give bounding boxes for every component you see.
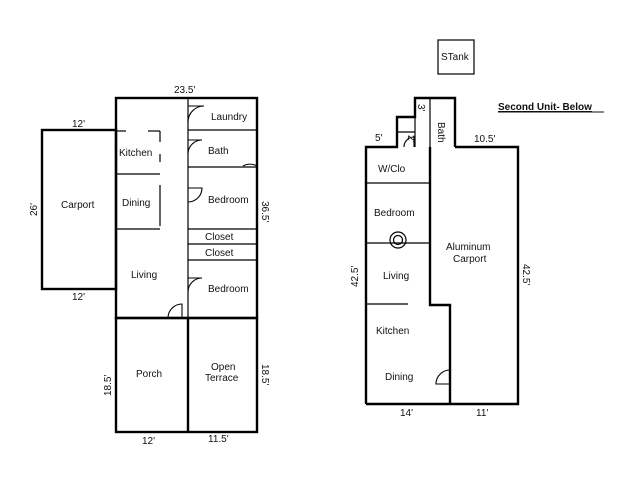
unit1-carport-label: Carport: [61, 200, 95, 211]
unit1-closet2-label: Closet: [205, 248, 234, 259]
unit1-carport-top-dim: 12': [72, 119, 85, 130]
unit2-dining-label: Dining: [385, 372, 413, 383]
unit1-walls: [40, 96, 259, 434]
unit1-bath-label: Bath: [208, 146, 229, 157]
unit2-living-label: Living: [383, 271, 409, 282]
unit2-walls: [364, 96, 520, 406]
unit1-bedroom1-label: Bedroom: [208, 195, 249, 206]
septic-tank-box: [437, 39, 475, 75]
unit2-left-dim: 42.5': [350, 266, 361, 287]
unit2-wclo-label: W/Clo: [378, 164, 406, 175]
unit2-doors: [389, 136, 451, 385]
unit2-bottom-left-dim: 14': [400, 408, 413, 419]
unit2-right-dim: 42.5': [520, 264, 531, 285]
unit1-porch-bottom-dim: 12': [142, 436, 155, 447]
unit2-carport-label-1: Aluminum: [446, 242, 490, 253]
unit1-porch-label: Porch: [136, 369, 162, 380]
unit1-dining-label: Dining: [122, 198, 150, 209]
unit1-right-dim: 36.5': [259, 201, 270, 222]
unit1-closet1-label: Closet: [205, 232, 234, 243]
unit2-carport-label-2: Carport: [453, 254, 487, 265]
unit1-open-label: Open: [211, 362, 235, 373]
unit2-kitchen-label: Kitchen: [376, 326, 409, 337]
unit1-terrace-bottom-dim: 11.5': [208, 434, 229, 445]
unit2-dim-3: 3': [415, 104, 426, 112]
unit1-laundry-label: Laundry: [211, 112, 247, 123]
unit2-dim-2: 2': [405, 135, 416, 143]
unit2-bottom-right-dim: 11': [476, 408, 488, 419]
unit1-terrace-label: Terrace: [205, 373, 239, 384]
unit1-doors: [167, 105, 258, 319]
unit2-bath-label: Bath: [435, 122, 446, 143]
unit2-bedroom-label: Bedroom: [374, 208, 415, 219]
unit1-living-label: Living: [131, 270, 157, 281]
unit1-top-dim: 23.5': [174, 85, 195, 96]
unit2-title: Second Unit- Below: [498, 102, 592, 113]
unit1-bedroom2-label: Bedroom: [208, 284, 249, 295]
unit1-terrace-right-dim: 18.5': [259, 364, 270, 385]
septic-tank-label: STank: [441, 52, 470, 63]
fixture-circle: [389, 231, 407, 249]
unit1-carport-bottom-dim: 12': [72, 292, 85, 303]
unit1-kitchen-label: Kitchen: [119, 148, 152, 159]
unit2-right-top-dim: 10.5': [474, 134, 495, 145]
unit1-carport-side-dim: 26': [29, 203, 40, 216]
unit1-porch-left-dim: 18.5': [103, 375, 114, 396]
unit2-left-top-dim: 5': [375, 133, 383, 144]
